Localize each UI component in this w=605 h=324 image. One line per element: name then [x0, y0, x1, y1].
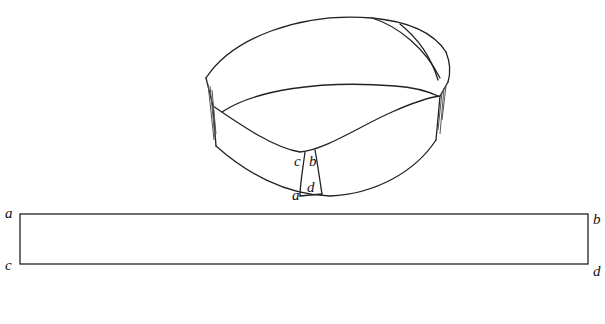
strip-corner-letter: d — [593, 264, 601, 279]
band-corner-letter: c — [294, 154, 301, 169]
band-corner-letter: b — [309, 154, 317, 169]
flat-strip — [20, 214, 588, 264]
band-corner-letter: a — [292, 188, 300, 203]
strip-corner-letter: c — [5, 258, 12, 273]
band-corner-letter: d — [307, 180, 315, 195]
strip-corner-letter: b — [593, 212, 601, 227]
strip-corner-letter: a — [5, 206, 13, 221]
